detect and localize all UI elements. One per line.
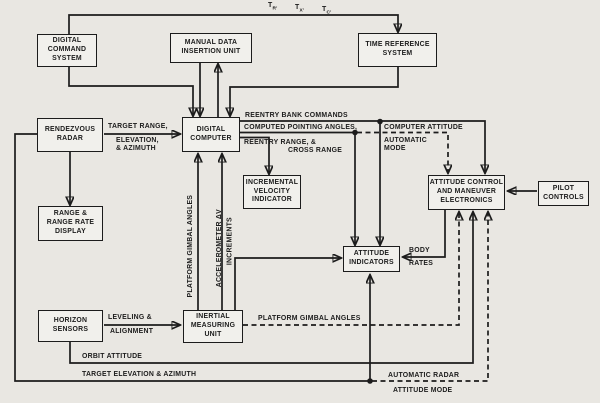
box-range-rate-display-label: RANGE & RANGE RATE DISPLAY xyxy=(46,210,95,235)
box-attitude-control-maneuver-electronics-label: ATTITUDE CONTROL AND MANEUVER ELECTRONIC… xyxy=(429,179,504,204)
timing-label-tr-sub: R' xyxy=(272,6,278,12)
label-orbit-attitude: ORBIT ATTITUDE xyxy=(82,353,143,360)
label-increments: INCREMENTS xyxy=(226,217,234,266)
box-horizon-sensors: HORIZON SENSORS xyxy=(38,310,103,342)
wire-target-elevation-bus xyxy=(14,133,368,382)
junction-dot xyxy=(377,118,383,125)
box-rendezvous-radar: RENDEZVOUS RADAR xyxy=(37,118,103,152)
box-manual-data-insertion-unit-label: MANUAL DATA INSERTION UNIT xyxy=(181,39,241,55)
label-platform-gimbal-angles: PLATFORM GIMBAL ANGLES xyxy=(258,314,361,322)
box-inertial-measuring-unit-label: INERTIAL MEASURING UNIT xyxy=(190,313,236,338)
label-target-range: TARGET RANGE, xyxy=(108,123,168,130)
label-reentry-bank-commands: REENTRY BANK COMMANDS xyxy=(245,112,348,119)
box-digital-computer: DIGITAL COMPUTER xyxy=(182,117,240,152)
wire-computer-to-ivi xyxy=(240,136,269,175)
box-attitude-indicators-label: ATTITUDE INDICATORS xyxy=(349,250,394,266)
label-accelerometer-dv: ACCELEROMETER ΔV xyxy=(215,209,223,288)
timing-label-tx: TX' xyxy=(295,4,304,14)
label-computer-attitude: COMPUTER ATTITUDE xyxy=(384,124,463,131)
box-range-rate-display: RANGE & RANGE RATE DISPLAY xyxy=(38,206,103,241)
timing-label-tc-base: T xyxy=(322,6,327,13)
wire-body-rates xyxy=(403,210,446,257)
label-body: BODY xyxy=(409,246,430,254)
box-pilot-controls: PILOT CONTROLS xyxy=(538,181,589,206)
box-horizon-sensors-label: HORIZON SENSORS xyxy=(52,317,89,333)
box-manual-data-insertion-unit: MANUAL DATA INSERTION UNIT xyxy=(170,33,252,63)
junction-dot xyxy=(367,378,373,384)
timing-label-tx-sub: X' xyxy=(299,8,305,14)
box-pilot-controls-label: PILOT CONTROLS xyxy=(543,184,584,201)
timing-label-tc: TC' xyxy=(322,6,332,16)
label-alignment: ALIGNMENT xyxy=(110,327,154,335)
wire-dcs-to-computer xyxy=(68,67,193,116)
box-digital-command-system: DIGITAL COMMAND SYSTEM xyxy=(37,34,97,67)
box-rendezvous-radar-label: RENDEZVOUS RADAR xyxy=(44,126,96,142)
timing-label-tr-base: T xyxy=(268,2,273,9)
label-automatic-radar: AUTOMATIC RADAR xyxy=(388,371,460,379)
label-leveling: LEVELING & xyxy=(108,314,152,321)
label-elevation-azimuth: ELEVATION, & AZIMUTH xyxy=(116,137,159,153)
wire-timing-bus xyxy=(68,14,398,34)
label-computed-pointing-angles: COMPUTED POINTING ANGLES, xyxy=(244,123,358,131)
box-attitude-indicators: ATTITUDE INDICATORS xyxy=(343,246,400,272)
wire-automatic-mode xyxy=(357,131,448,174)
wire-automatic-radar-attitude-mode xyxy=(372,212,488,382)
box-time-reference-system: TIME REFERENCE SYSTEM xyxy=(358,33,437,67)
wire-imu-to-attitude-indicators xyxy=(234,258,341,310)
box-incremental-velocity-indicator: INCREMENTAL VELOCITY INDICATOR xyxy=(243,175,301,209)
timing-label-tr: TR' xyxy=(268,2,278,12)
label-cross-range: CROSS RANGE xyxy=(288,146,343,154)
wire-orbit-attitude xyxy=(69,212,473,364)
box-digital-command-system-label: DIGITAL COMMAND SYSTEM xyxy=(47,37,87,62)
timing-label-tc-sub: C' xyxy=(326,10,332,16)
label-reentry-range: REENTRY RANGE, & xyxy=(244,139,317,146)
wire-trs-to-computer xyxy=(230,67,399,116)
box-inertial-measuring-unit: INERTIAL MEASURING UNIT xyxy=(183,310,243,343)
label-automatic-mode: AUTOMATIC MODE xyxy=(384,137,427,153)
box-attitude-control-maneuver-electronics: ATTITUDE CONTROL AND MANEUVER ELECTRONIC… xyxy=(428,175,505,210)
wire-imu-gimbal-to-acme xyxy=(243,212,459,326)
label-platform-gimbal-angles-vertical: PLATFORM GIMBAL ANGLES xyxy=(186,194,194,298)
label-target-elevation-azimuth: TARGET ELEVATION & AZIMUTH xyxy=(82,371,197,378)
box-digital-computer-label: DIGITAL COMPUTER xyxy=(190,125,232,142)
box-time-reference-system-label: TIME REFERENCE SYSTEM xyxy=(365,41,430,57)
junction-dot xyxy=(352,129,358,136)
box-incremental-velocity-indicator-label: INCREMENTAL VELOCITY INDICATOR xyxy=(245,178,299,204)
label-rates: RATES xyxy=(409,259,434,267)
label-attitude-mode: ATTITUDE MODE xyxy=(393,387,453,394)
wire-reentry-bank-commands xyxy=(240,120,485,173)
timing-label-tx-base: T xyxy=(295,4,300,11)
